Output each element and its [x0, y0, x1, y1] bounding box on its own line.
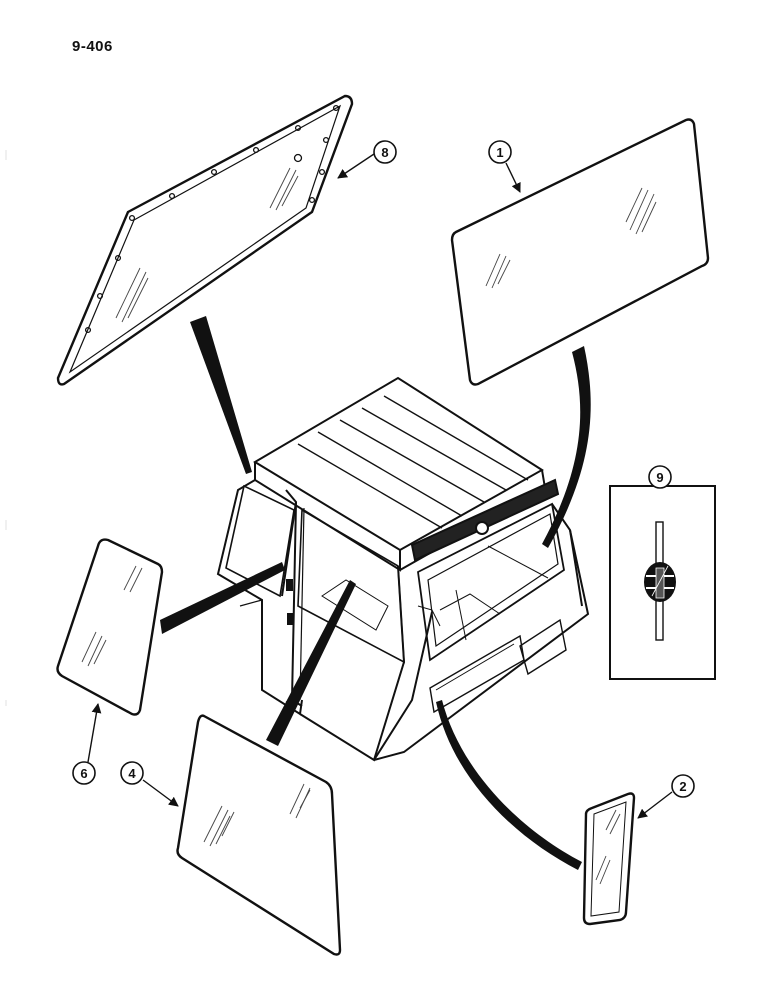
callout-6-label: 6	[80, 766, 87, 781]
callout-9-label: 9	[656, 470, 663, 485]
callout-6: 6	[72, 703, 102, 785]
leader-bands	[160, 316, 591, 870]
callout-4: 4	[120, 761, 179, 807]
callout-4-label: 4	[128, 766, 136, 781]
callout-1: 1	[488, 140, 521, 193]
roof-glass-panel-8	[56, 94, 354, 386]
callout-8: 8	[337, 140, 397, 179]
small-glass-panel-2	[582, 792, 636, 926]
callout-2-label: 2	[679, 779, 686, 794]
seal-detail-inset-9: 9	[609, 465, 716, 680]
cab-body	[216, 376, 590, 762]
side-glass-panel-6	[56, 538, 164, 716]
callout-2: 2	[637, 774, 695, 819]
callout-1-label: 1	[496, 145, 503, 160]
door-glass-panel-4	[176, 714, 342, 956]
callout-8-label: 8	[381, 145, 388, 160]
rear-glass-panel-1	[450, 118, 710, 386]
page-code: 9-406	[72, 38, 113, 55]
